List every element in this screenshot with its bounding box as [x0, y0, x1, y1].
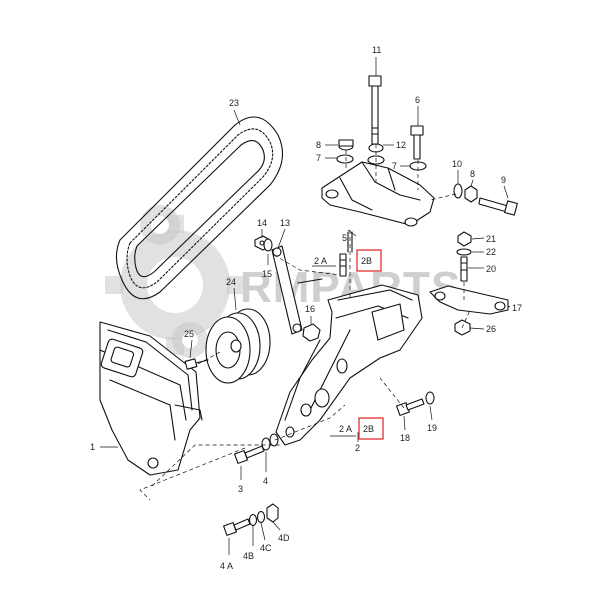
part-19-washer — [425, 391, 435, 405]
part-11-long-bolt — [368, 75, 382, 145]
callout-8-right: 8 — [470, 169, 475, 179]
callout-18: 18 — [400, 433, 410, 443]
callout-19: 19 — [427, 423, 437, 433]
part-8-nut-left — [338, 139, 354, 151]
callout-22: 22 — [486, 247, 496, 257]
part-4a-bolt — [223, 518, 251, 536]
callout-7-right: 7 — [392, 161, 397, 171]
part-16-nut — [302, 323, 321, 342]
callout-7-left: 7 — [316, 153, 321, 163]
callout-1: 1 — [90, 442, 95, 452]
part-4d-nut — [266, 503, 279, 523]
callout-26: 26 — [486, 324, 496, 334]
part-22-washer — [456, 248, 472, 256]
part-21-nut — [457, 231, 472, 247]
part-10-washer — [453, 183, 463, 199]
highlight-box-lower — [358, 417, 384, 440]
part-24-pulley — [205, 308, 271, 384]
part-20-stud — [460, 256, 468, 282]
callout-4: 4 — [263, 476, 268, 486]
callout-12: 12 — [396, 140, 406, 150]
callout-9: 9 — [501, 175, 506, 185]
callout-2a-lower: 2 A — [339, 424, 352, 434]
callout-8-left: 8 — [316, 140, 321, 150]
part-2-bracket — [275, 284, 423, 446]
part-2a-stud — [297, 278, 323, 284]
callout-17: 17 — [512, 303, 522, 313]
watermark-gear-small-icon — [172, 322, 208, 358]
part-9-bolt — [478, 197, 518, 216]
assembly-dashed-lines — [139, 144, 471, 501]
part-7-washer-left — [336, 154, 354, 164]
callout-2b-upper: 2B — [361, 256, 372, 266]
highlight-box-upper — [356, 249, 382, 272]
part-23-v-belt — [115, 116, 284, 300]
callout-13: 13 — [280, 218, 290, 228]
callout-4d: 4D — [278, 533, 290, 543]
part-4b-washer — [248, 513, 258, 527]
part-stud-upper — [339, 253, 347, 277]
callout-labels: 11 6 8 12 7 7 10 8 9 23 14 13 5 21 22 20… — [90, 45, 522, 571]
callout-21: 21 — [486, 234, 496, 244]
part-1-belt-cover — [99, 321, 203, 476]
part-13-adjusting-link — [271, 245, 303, 335]
part-15-washer — [263, 238, 273, 252]
part-8-nut-right — [464, 185, 478, 203]
callout-4b: 4B — [243, 551, 254, 561]
callout-23: 23 — [229, 98, 239, 108]
part-6-bolt — [410, 125, 424, 160]
part-3-bolt — [234, 445, 265, 464]
callout-4a: 4 A — [220, 561, 233, 571]
part-17-bracket — [429, 285, 509, 315]
part-4c-washer — [256, 510, 266, 524]
part-18-bolt — [396, 398, 425, 416]
callout-16: 16 — [305, 304, 315, 314]
callout-2b-lower: 2B — [363, 424, 374, 434]
part-4-washer — [261, 433, 279, 451]
callout-3: 3 — [238, 484, 243, 494]
callout-11: 11 — [372, 45, 381, 55]
callout-6: 6 — [415, 95, 420, 105]
leader-lines — [100, 57, 511, 555]
callout-15: 15 — [262, 269, 272, 279]
callout-25: 25 — [184, 329, 194, 339]
callout-4c: 4C — [260, 543, 272, 553]
callout-24: 24 — [226, 277, 236, 287]
callout-10: 10 — [452, 159, 462, 169]
callout-14: 14 — [257, 218, 267, 228]
part-25-bolt — [184, 358, 209, 370]
callout-2a-upper: 2 A — [314, 256, 327, 266]
watermark-gear-small-icon — [140, 205, 180, 245]
part-5-upper-mount — [321, 161, 435, 253]
callout-5: 5 — [342, 233, 347, 243]
callout-20: 20 — [486, 264, 496, 274]
callout-2: 2 — [355, 443, 360, 453]
